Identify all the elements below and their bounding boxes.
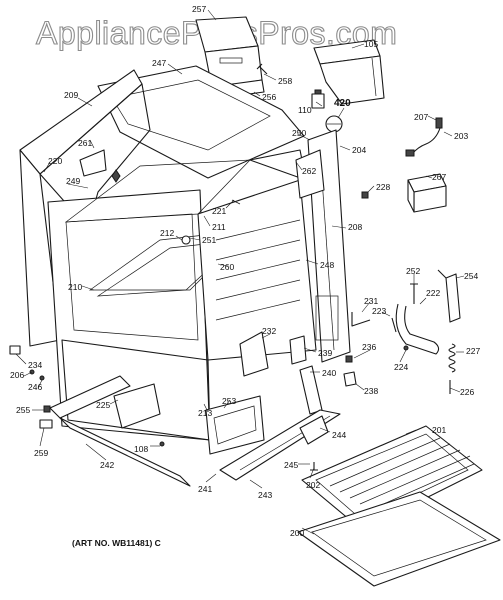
callout-242: 242 [100,460,114,470]
callout-105: 105 [364,39,378,49]
callout-261: 261 [78,138,92,148]
part-200-broiler-pan [297,491,501,587]
callout-207: 207 [414,112,428,122]
part-252-hinge-pin [410,283,418,304]
callout-241: 241 [198,484,212,494]
part-201-broiler-pan-grid [301,425,483,531]
part-267-block [407,173,447,213]
part-231-hinge-receiver [351,312,371,327]
callout-220: 220 [48,156,62,166]
part-236-screw [345,355,353,363]
callout-251: 251 [202,235,216,245]
callout-209: 209 [64,90,78,100]
part-228-clip [361,191,369,199]
callout-222: 222 [426,288,440,298]
callout-250: 250 [292,128,306,138]
callout-201: 201 [432,425,446,435]
part-238-block [343,371,357,387]
part-259-foot [39,419,53,429]
oven-cabinet [19,65,351,441]
callout-260: 260 [220,262,234,272]
callout-212: 212 [160,228,174,238]
callout-221: 221 [212,206,226,216]
callout-249: 249 [66,176,80,186]
callout-226: 226 [460,387,474,397]
callout-257: 257 [192,4,206,14]
part-240-strip [299,365,323,415]
callout-227: 227 [466,346,480,356]
leader-lines [15,9,465,535]
callout-232: 232 [262,326,276,336]
callout-203: 203 [454,131,468,141]
part-105-trim [313,39,385,105]
part-258-screw [256,63,268,75]
part-227-spring [448,343,456,373]
art-number: (ART NO. WB11481) C [72,538,161,548]
callout-236: 236 [362,342,376,352]
callout-248: 248 [320,260,334,270]
part-254-hinge [437,269,461,323]
callout-228: 228 [376,182,390,192]
callout-262: 262 [302,166,316,176]
callout-labels: 257 105 247 258 256 209 420 110 207 203 … [10,4,480,538]
callout-252: 252 [406,266,420,276]
callout-245: 245 [284,460,298,470]
part-223-screw [391,317,397,333]
part-255-clip [43,405,51,413]
callout-239: 239 [318,348,332,358]
callout-420: 420 [334,98,351,109]
callout-238: 238 [364,386,378,396]
part-110-block [311,89,325,109]
callout-208: 208 [348,222,362,232]
callout-231: 231 [364,296,378,306]
part-108-screw [159,441,165,447]
callout-255: 255 [16,405,30,415]
part-224-screw [403,345,409,351]
callout-213: 213 [198,408,212,418]
part-232-plate [239,331,269,377]
callout-234: 234 [28,360,42,370]
part-234-foot [9,345,21,355]
part-262-bracket [295,149,325,199]
callout-210: 210 [68,282,82,292]
callout-244: 244 [332,430,346,440]
callout-246: 246 [28,382,42,392]
part-242-rail [49,375,191,487]
callout-206: 206 [10,370,24,380]
callout-108: 108 [134,444,148,454]
part-206-screw [29,369,35,375]
callout-202: 202 [306,480,320,490]
callout-204: 204 [352,145,366,155]
part-222-hinge-arm [395,303,440,355]
callout-267: 267 [432,172,446,182]
part-420-orifice [325,115,343,133]
callout-254: 254 [464,271,478,281]
part-207-203-wire-harness [405,117,443,157]
callout-225: 225 [96,400,110,410]
part-239-bracket [289,335,307,365]
part-225-plate [113,383,161,429]
callout-211: 211 [212,222,226,232]
callout-247: 247 [152,58,166,68]
callout-256: 256 [262,92,276,102]
callout-253: 253 [222,396,236,406]
callout-259: 259 [34,448,48,458]
callout-243: 243 [258,490,272,500]
callout-110: 110 [298,105,312,115]
part-244-bracket [299,415,329,445]
callout-240: 240 [322,368,336,378]
callout-200: 200 [290,528,304,538]
callout-223: 223 [372,306,386,316]
part-246-screw [39,375,45,381]
callout-224: 224 [394,362,408,372]
callout-258: 258 [278,76,292,86]
part-253-panel [205,395,265,455]
